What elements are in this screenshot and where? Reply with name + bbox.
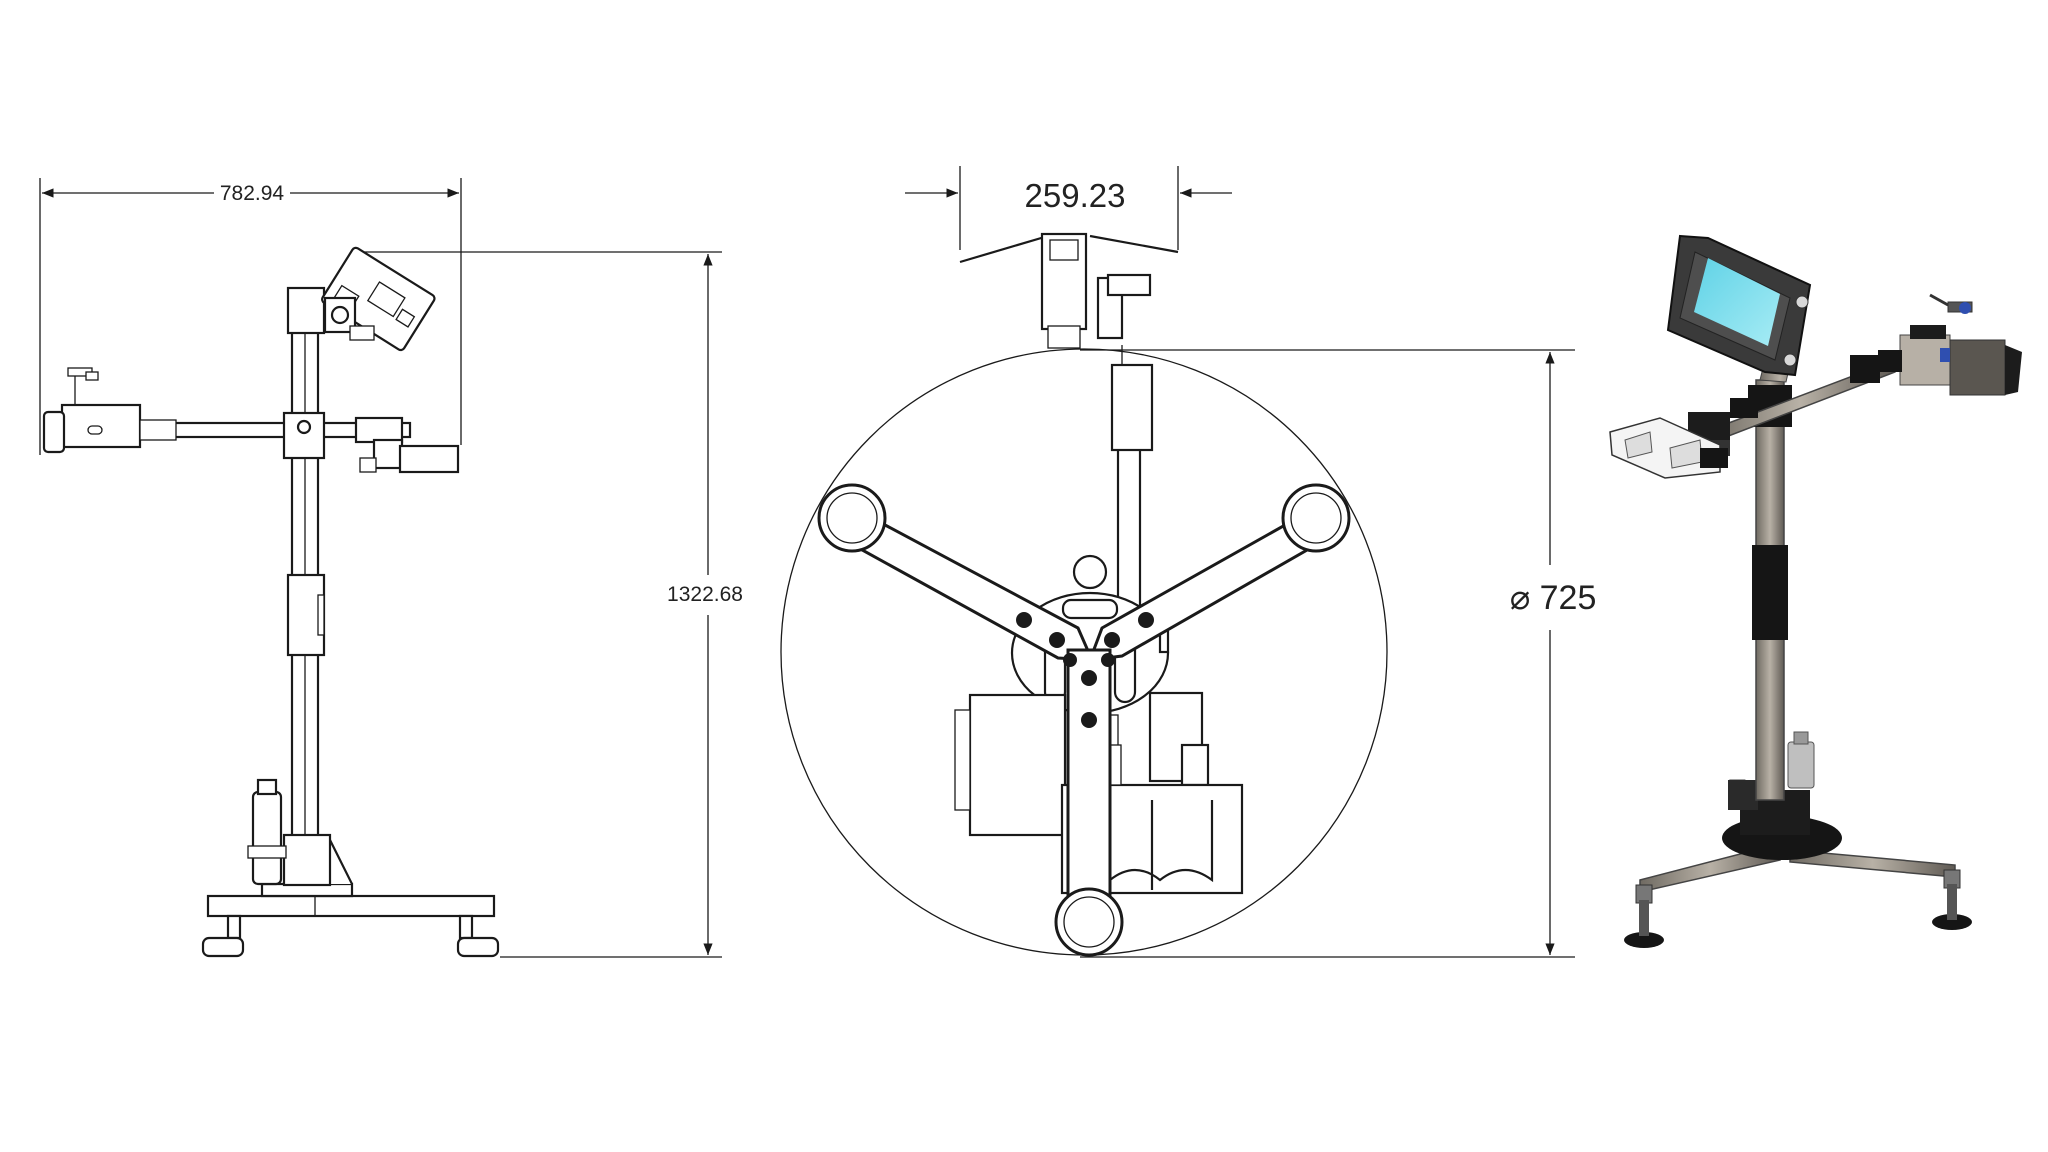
height-dimension: 1322.68 <box>358 251 743 958</box>
base-frame <box>201 838 500 958</box>
controller-screen <box>1694 258 1780 346</box>
top-diameter-label: 725 <box>1540 579 1597 617</box>
render-controller <box>1666 234 1812 377</box>
width-dimension: 782.94 <box>39 178 462 455</box>
render-legs <box>1624 779 1972 948</box>
ink-bottle <box>247 778 287 886</box>
side-view: 782.94 1322.68 <box>39 178 743 958</box>
print-head-left <box>42 367 177 454</box>
vertical-column <box>282 286 332 887</box>
render-print-head <box>1878 293 2022 396</box>
top-width-dimension: 259.23 <box>905 166 1232 250</box>
side-width-label: 782.94 <box>220 182 285 205</box>
render-column <box>1748 319 1801 801</box>
top-view: 259.23 ⌀ 725 <box>780 166 1597 958</box>
controller-mount <box>323 296 375 341</box>
top-width-label: 259.23 <box>1025 177 1126 214</box>
top-head-assembly <box>959 232 1179 640</box>
diameter-dimension: ⌀ 725 <box>1080 349 1597 958</box>
isometric-render <box>1609 234 2022 948</box>
leg-bolts <box>1016 612 1154 728</box>
render-tray <box>1609 417 1728 479</box>
diameter-symbol-icon: ⌀ <box>1510 579 1530 617</box>
horizontal-arm <box>138 411 460 474</box>
side-height-label: 1322.68 <box>667 583 743 606</box>
